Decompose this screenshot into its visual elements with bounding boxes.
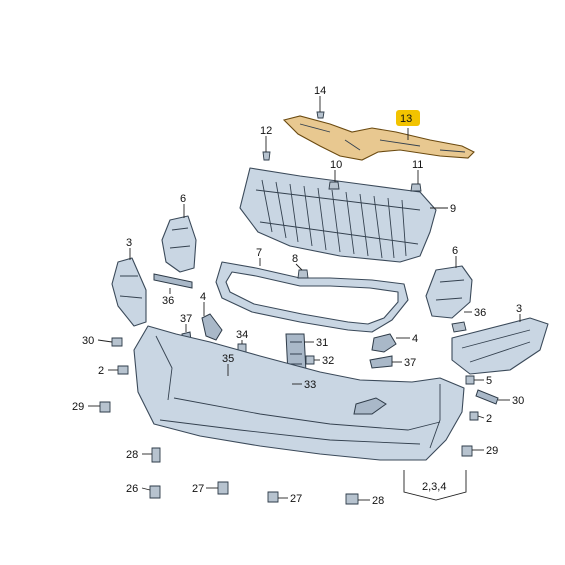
callout-35: 35 bbox=[222, 353, 234, 365]
part-32-clip bbox=[305, 355, 315, 365]
part-3-left-guide bbox=[111, 257, 147, 327]
part-29-right-clip bbox=[461, 445, 473, 457]
callout-29-right: 29 bbox=[486, 445, 498, 457]
callout-4-left: 4 bbox=[200, 291, 206, 303]
part-2-left-clip bbox=[117, 365, 129, 375]
callout-8: 8 bbox=[292, 253, 298, 265]
callout-34: 34 bbox=[236, 329, 248, 341]
callout-2-left: 2 bbox=[98, 365, 104, 377]
callout-36-right: 36 bbox=[474, 307, 486, 319]
part-8-clip bbox=[297, 269, 309, 279]
callout-31: 31 bbox=[316, 337, 328, 349]
part-27-right-clip bbox=[267, 491, 279, 503]
callout-4-right: 4 bbox=[412, 333, 418, 345]
part-37-right-part bbox=[369, 355, 393, 369]
leader-lines bbox=[88, 128, 521, 501]
part-10-clip bbox=[328, 181, 340, 190]
callout-27-right: 27 bbox=[290, 493, 302, 505]
callout-labels: 14 13 12 10 11 9 6 6 3 3 7 8 36 36 4 4 3… bbox=[72, 85, 524, 507]
part-5-clip bbox=[465, 375, 475, 385]
callout-7: 7 bbox=[256, 247, 262, 259]
part-3-right-guide bbox=[451, 317, 549, 375]
part-7-grille-frame bbox=[215, 261, 409, 333]
part-4-right-bracket bbox=[371, 333, 397, 353]
callout-29-left: 29 bbox=[72, 401, 84, 413]
callout-14: 14 bbox=[314, 85, 326, 97]
callout-2-right: 2 bbox=[486, 413, 492, 425]
part-27-left-clip bbox=[217, 481, 229, 495]
callout-9: 9 bbox=[450, 203, 456, 215]
part-36-left-strip bbox=[153, 273, 193, 289]
part-6-right-bracket bbox=[425, 265, 473, 319]
callout-12: 12 bbox=[260, 125, 272, 137]
callout-30-right: 30 bbox=[512, 395, 524, 407]
part-30-right-strip bbox=[475, 389, 499, 405]
callout-11: 11 bbox=[412, 159, 423, 171]
callout-33: 33 bbox=[304, 379, 316, 391]
callout-30-left: 30 bbox=[82, 335, 94, 347]
part-36-right-clip bbox=[451, 321, 467, 333]
callout-28-left: 28 bbox=[126, 449, 138, 461]
part-4-left-bracket bbox=[201, 313, 223, 341]
callout-13: 13 bbox=[400, 113, 412, 125]
part-26-clip bbox=[149, 485, 161, 499]
part-30-left-clip bbox=[111, 337, 123, 347]
part-29-left-clip bbox=[99, 401, 111, 413]
callout-26: 26 bbox=[126, 483, 138, 495]
bumper-cover bbox=[133, 325, 465, 461]
callout-5: 5 bbox=[486, 375, 492, 387]
callout-6-right: 6 bbox=[452, 245, 458, 257]
callout-3-left: 3 bbox=[126, 237, 132, 249]
callout-28-right: 28 bbox=[372, 495, 384, 507]
part-14-screw bbox=[316, 96, 325, 119]
callout-10: 10 bbox=[330, 159, 342, 171]
callout-36-left: 36 bbox=[162, 295, 174, 307]
part-28-right-clip bbox=[345, 493, 359, 505]
part-28-left-clip bbox=[151, 447, 161, 463]
callout-32: 32 bbox=[322, 355, 334, 367]
part-9-grille bbox=[239, 167, 437, 263]
part-2-right-clip bbox=[469, 411, 479, 421]
callout-6-left: 6 bbox=[180, 193, 186, 205]
callout-37-right: 37 bbox=[404, 357, 416, 369]
part-11-clip bbox=[410, 183, 422, 192]
callout-27-left: 27 bbox=[192, 483, 204, 495]
highlight-label-background bbox=[396, 110, 420, 126]
part-13-upper-cross-member bbox=[282, 115, 475, 161]
callout-37-left: 37 bbox=[180, 313, 192, 325]
callout-3-right: 3 bbox=[516, 303, 522, 315]
part-6-left-bracket bbox=[161, 215, 197, 273]
callout-2-3-4: 2,3,4 bbox=[422, 481, 446, 493]
part-12-screw bbox=[262, 151, 271, 161]
